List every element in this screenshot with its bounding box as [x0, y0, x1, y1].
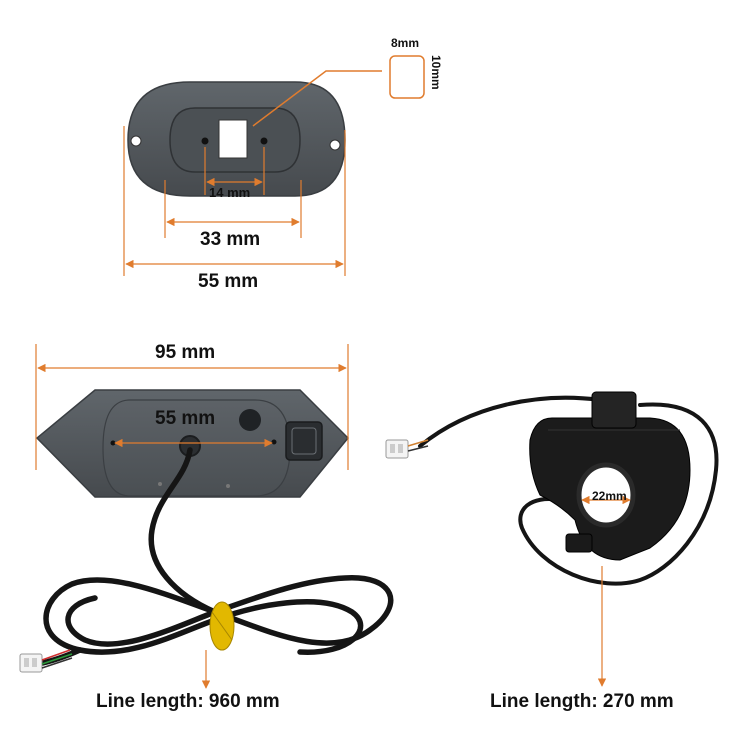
throttle-connector — [385, 439, 429, 459]
mount-pin-left — [201, 137, 209, 145]
inner-width-label: 33 mm — [200, 229, 261, 250]
handlebar-bore — [576, 462, 636, 528]
overall-width-label: 95 mm — [155, 342, 216, 363]
dim-outer-width — [123, 126, 346, 276]
display-pin-left — [110, 440, 116, 446]
cable-tie — [209, 601, 235, 651]
power-button — [285, 421, 323, 461]
mount-square-slot — [218, 119, 248, 159]
mount-width-label: 55 mm — [155, 408, 216, 429]
mount-pin-right — [260, 137, 268, 145]
bar-diameter-label: 22mm — [592, 489, 627, 503]
display-sensor-circle — [239, 409, 261, 431]
dim-overall-width — [35, 344, 349, 470]
square-height-label: 10mm — [429, 55, 443, 90]
throttle-thumb-lever — [591, 391, 637, 429]
square-detail — [389, 55, 425, 99]
display-pin-right — [271, 439, 277, 445]
outer-width-label: 55 mm — [198, 271, 259, 292]
throttle-body — [529, 391, 691, 561]
dim-inner-width — [164, 180, 302, 238]
hole-spacing-label: 14 mm — [209, 185, 251, 200]
mount-screw-hole-right — [329, 139, 341, 151]
throttle-line-length-label: Line length: 270 mm — [490, 691, 674, 712]
throttle-cable — [418, 395, 719, 586]
display-connector — [19, 649, 73, 673]
display-line-length-label: Line length: 960 mm — [96, 691, 280, 712]
mount-screw-hole-left — [130, 135, 142, 147]
square-width-label: 8mm — [391, 36, 420, 50]
display-cable — [35, 447, 394, 667]
mount-bracket — [127, 81, 346, 197]
dim-hole-spacing — [204, 147, 265, 195]
square-leader-line — [252, 70, 382, 127]
